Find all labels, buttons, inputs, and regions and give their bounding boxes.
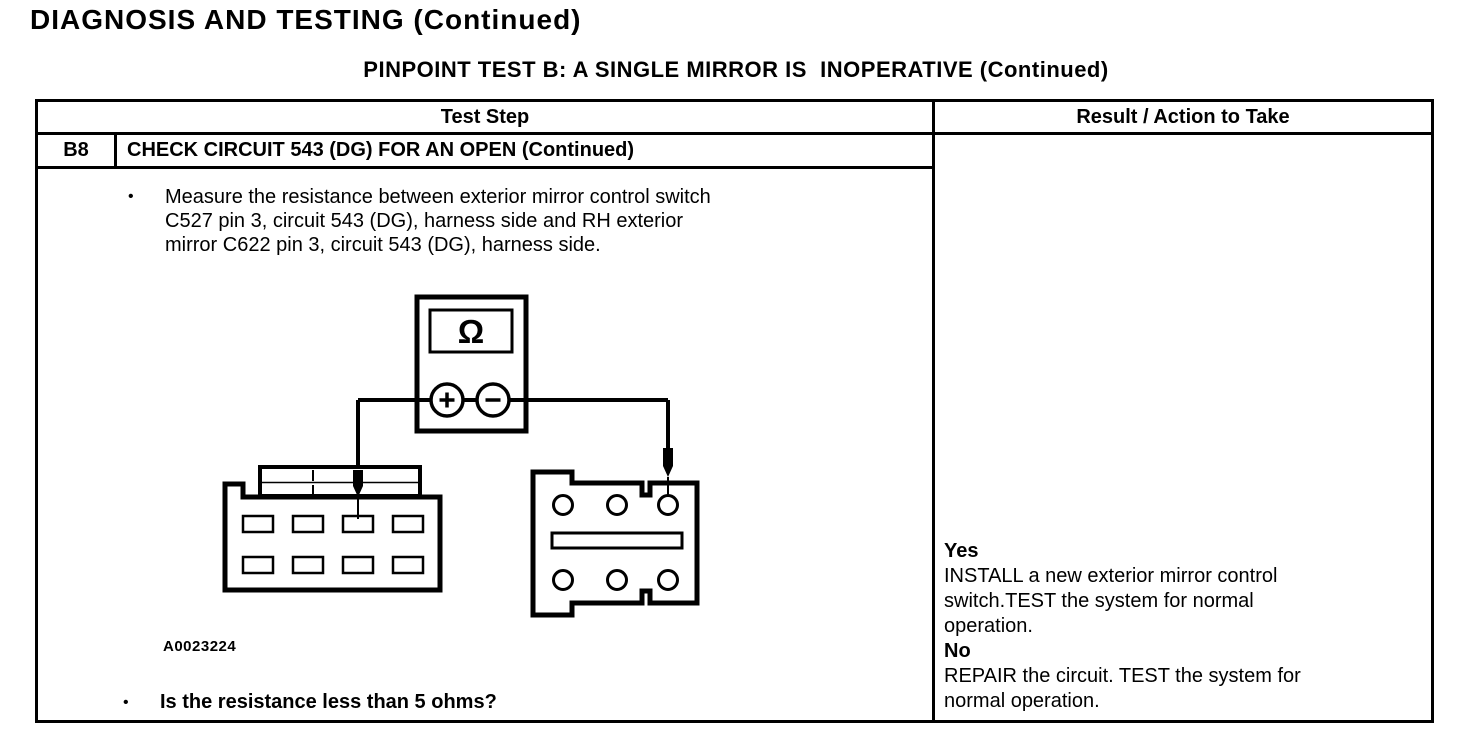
test-step-cell: • Measure the resistance between exterio… xyxy=(38,169,932,720)
question-text: Is the resistance less than 5 ohms? xyxy=(160,691,497,713)
connector-c622-cavity xyxy=(552,569,574,591)
connector-c527-pin xyxy=(341,555,375,575)
connector-c622-cavity xyxy=(606,569,628,591)
bullet-marker: • xyxy=(123,694,129,711)
connector-c527-pin xyxy=(391,555,425,575)
connector-c527 xyxy=(222,481,443,593)
connector-c622-slot xyxy=(550,531,684,550)
omega-symbol: Ω xyxy=(458,313,484,350)
column-header-result-action: Result / Action to Take xyxy=(1076,105,1290,128)
connector-c527-pin xyxy=(291,514,325,534)
connector-c527-pin xyxy=(391,514,425,534)
figure-id-label: A0023224 xyxy=(163,638,237,655)
result-no-label: No xyxy=(944,640,971,662)
instruction-text: Measure the resistance between exterior … xyxy=(165,186,711,256)
connector-c527-header-strip xyxy=(258,465,422,498)
bullet-marker: • xyxy=(128,188,134,205)
step-row-divider-line xyxy=(38,166,932,169)
ohmmeter-test-diagram: Ω xyxy=(222,294,700,618)
connector-c527-pin xyxy=(291,555,325,575)
step-title-cell: CHECK CIRCUIT 543 (DG) FOR AN OPEN (Cont… xyxy=(127,139,635,161)
header-divider-line xyxy=(38,132,1431,135)
pinpoint-test-subtitle: PINPOINT TEST B: A SINGLE MIRROR IS INOP… xyxy=(363,57,1109,82)
positive-probe-arrow xyxy=(353,470,363,497)
page-title: DIAGNOSIS AND TESTING (Continued) xyxy=(30,4,582,35)
negative-probe-arrow xyxy=(663,448,673,477)
connector-c622-cavity xyxy=(657,494,679,516)
step-id-cell: B8 xyxy=(38,135,117,166)
result-action-cell: Yes INSTALL a new exterior mirror contro… xyxy=(935,135,1431,720)
column-header-test-step: Test Step xyxy=(440,105,530,128)
ohmmeter-display xyxy=(428,308,514,354)
result-no-action: REPAIR the circuit. TEST the system for … xyxy=(944,665,1301,712)
connector-c527-pin xyxy=(241,555,275,575)
pinpoint-test-table: Test Step Result / Action to Take B8 CHE… xyxy=(35,99,1434,723)
instruction-bullet-item: • Measure the resistance between exterio… xyxy=(128,185,711,257)
question-bullet-item: • Is the resistance less than 5 ohms? xyxy=(123,690,497,715)
connector-c527-pin xyxy=(241,514,275,534)
result-yes-label: Yes xyxy=(944,540,979,562)
connector-c622-cavity xyxy=(606,494,628,516)
connector-c622-cavity xyxy=(552,494,574,516)
connector-c622-cavity xyxy=(657,569,679,591)
column-divider-line xyxy=(932,102,935,720)
result-yes-action: INSTALL a new exterior mirror control sw… xyxy=(944,565,1278,637)
